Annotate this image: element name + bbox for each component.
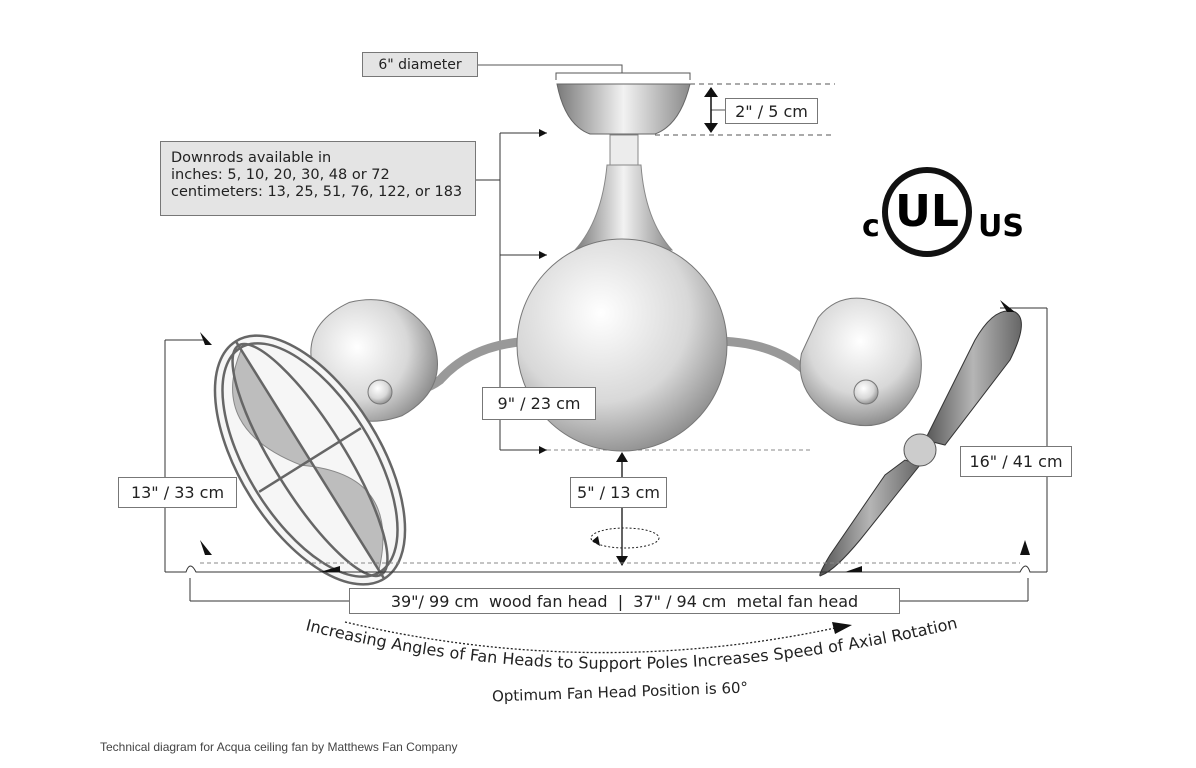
- downrods-info-box: Downrods available in inches: 5, 10, 20,…: [160, 141, 476, 216]
- downrods-inches: inches: 5, 10, 20, 30, 48 or 72: [171, 167, 390, 183]
- left-head-height-label: 13" / 33 cm: [118, 477, 237, 508]
- canopy-diameter-label: 6" diameter: [362, 52, 478, 77]
- rotation-arc: [344, 621, 836, 654]
- motor-height-label: 9" / 23 cm: [482, 387, 596, 420]
- rotation-note: Increasing Angles of Fan Heads to Suppor…: [304, 613, 959, 673]
- motor-neck: [573, 164, 674, 251]
- clearance-arrow: [616, 452, 628, 566]
- downrod: [609, 134, 639, 166]
- canopy-dimension-lines: [478, 64, 835, 136]
- span-label: 39"/ 99 cm wood fan head | 37" / 94 cm m…: [349, 588, 900, 614]
- canopy-height-arrow: [704, 87, 718, 133]
- clearance-label: 5" / 13 cm: [570, 477, 667, 508]
- height-brackets: [164, 307, 1048, 602]
- ul-certification-logo: c UL US: [862, 167, 1024, 257]
- svg-text:US: US: [978, 209, 1024, 244]
- rotation-direction-icon: [590, 527, 660, 549]
- canopy: [556, 83, 691, 135]
- caption: Technical diagram for Acqua ceiling fan …: [100, 740, 458, 754]
- downrods-title: Downrods available in: [171, 150, 332, 166]
- right-head-height-label: 16" / 41 cm: [960, 446, 1072, 477]
- right-fan-head: [799, 297, 922, 427]
- canopy-height-label: 2" / 5 cm: [725, 98, 818, 124]
- right-fan-blades: [819, 310, 1022, 577]
- svg-text:c: c: [862, 209, 880, 244]
- downrods-centimeters: centimeters: 13, 25, 51, 76, 122, or 183: [171, 184, 463, 200]
- svg-text:UL: UL: [895, 186, 959, 237]
